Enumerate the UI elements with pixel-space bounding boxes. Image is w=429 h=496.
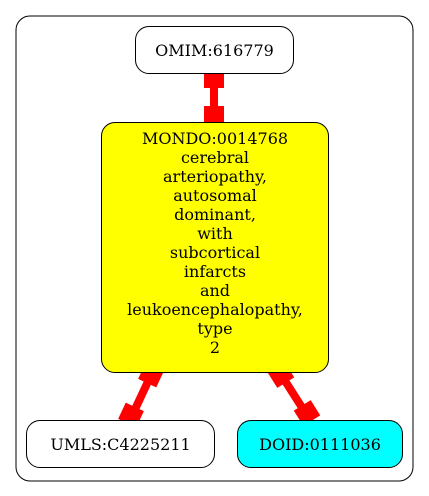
node-mondo-line: subcortical [169,243,261,262]
edge-omim-mondo [204,70,224,124]
node-umls-label: UMLS:C4225211 [50,434,191,454]
node-umls: UMLS:C4225211 [26,420,215,468]
node-omim: OMIM:616779 [135,26,294,74]
node-mondo-line: type [197,319,233,338]
node-mondo-line: with [197,224,233,243]
edge-end-box [204,70,224,88]
node-mondo-line: and [199,281,231,300]
node-doid: DOID:0111036 [237,420,403,468]
node-mondo-line: autosomal [173,186,257,205]
edge-end-box [204,106,224,124]
node-mondo: MONDO:0014768 cerebral arteriopathy, aut… [101,122,329,373]
node-mondo-line: leukoencephalopathy, [127,300,303,319]
node-mondo-line: dominant, [174,205,256,224]
node-mondo-line: cerebral [180,148,250,167]
node-mondo-line: MONDO:0014768 [141,129,289,148]
node-mondo-line: infarcts [183,262,247,281]
node-mondo-line: arteriopathy, [163,167,267,186]
edge-end-box [293,400,321,426]
node-doid-label: DOID:0111036 [259,434,381,454]
node-omim-label: OMIM:616779 [155,40,274,60]
node-mondo-line: 2 [209,338,221,357]
